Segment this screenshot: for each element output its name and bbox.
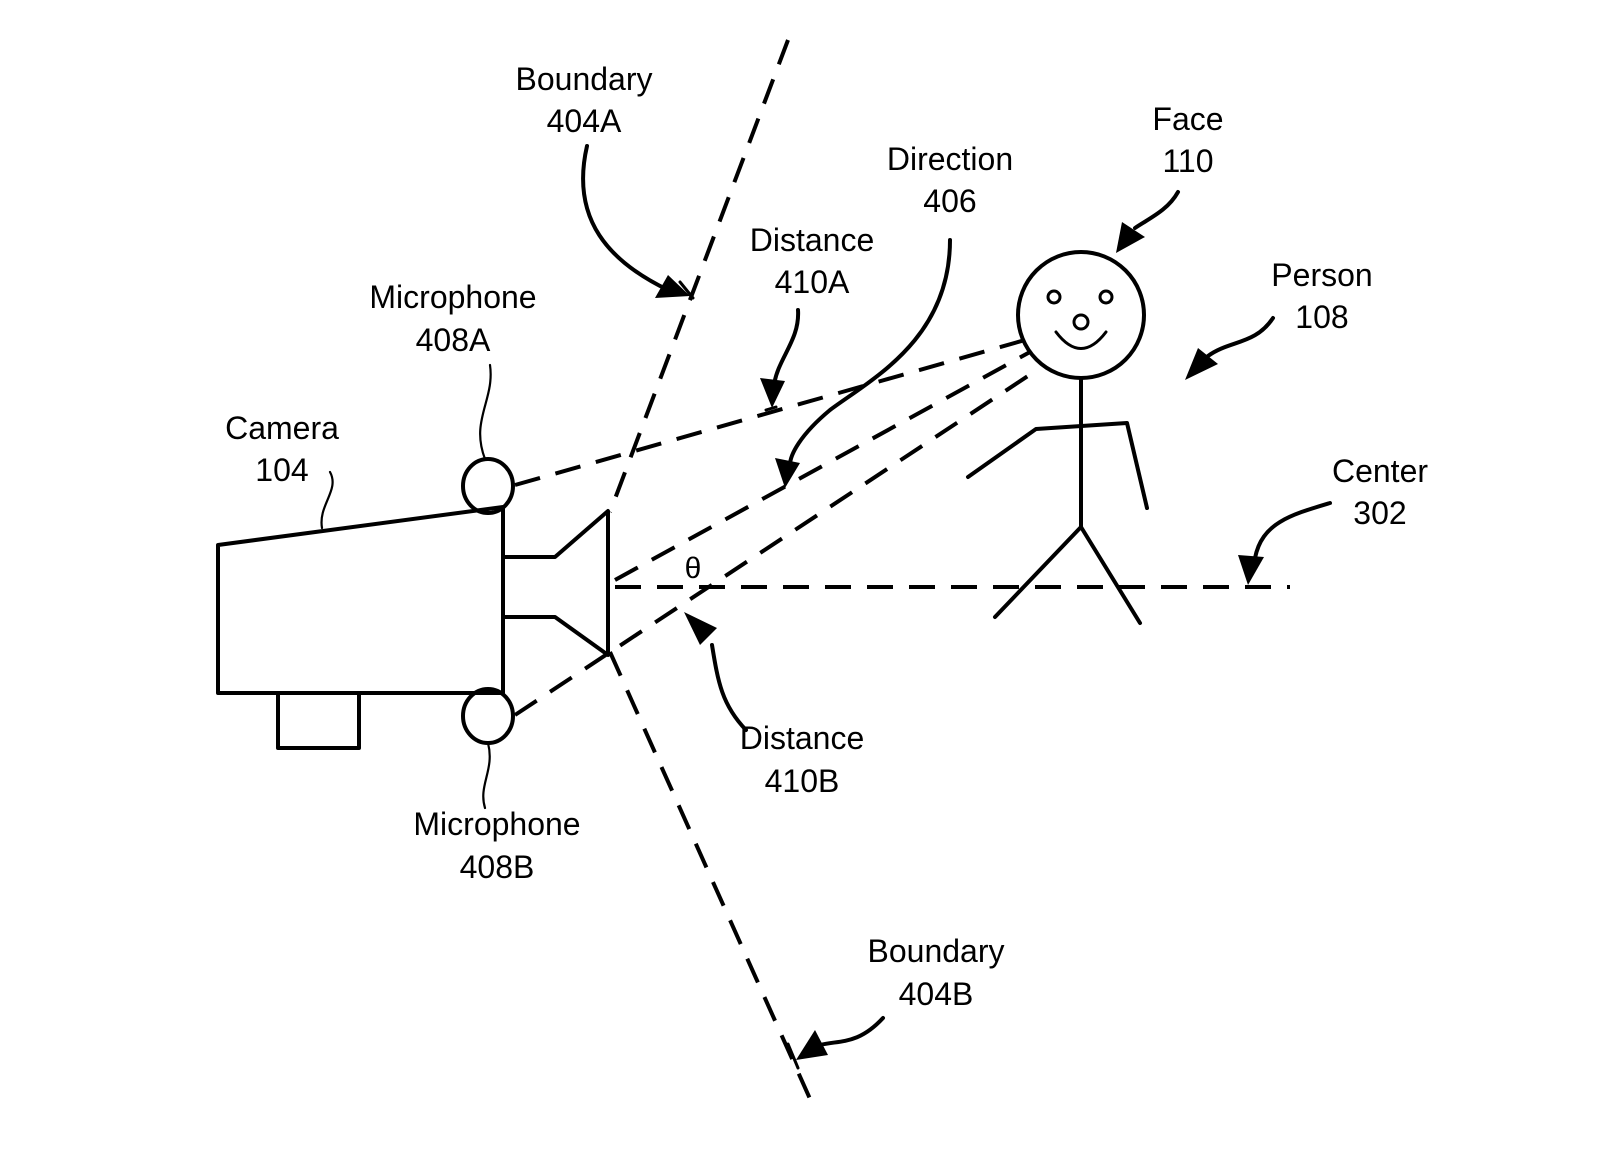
label-distance-410a-name: Distance xyxy=(750,222,875,258)
arrowhead-person-108 xyxy=(1185,348,1218,380)
arrowhead-distance-410a xyxy=(760,378,785,408)
label-boundary-404a-name: Boundary xyxy=(516,61,653,97)
leader-boundary-404b xyxy=(818,1016,885,1047)
microphone-408b xyxy=(461,687,515,745)
angle-theta-symbol: θ xyxy=(685,552,702,585)
arrowhead-direction-406 xyxy=(775,458,800,488)
camera-stand xyxy=(276,691,361,750)
arrowhead-boundary-404b xyxy=(796,1030,828,1060)
leader-person-108 xyxy=(1206,316,1275,358)
tick-distance-410a xyxy=(764,405,778,412)
label-distance-410a-ref: 410A xyxy=(775,264,850,300)
arrowhead-distance-410b xyxy=(684,612,717,645)
leader-boundary-404a xyxy=(581,144,670,292)
distance-410a-line xyxy=(514,338,1026,487)
leader-direction-406 xyxy=(788,238,952,467)
nose xyxy=(1072,313,1090,331)
person-108 xyxy=(966,250,1149,625)
tick-boundary-404a xyxy=(678,280,695,300)
smile xyxy=(1054,330,1108,350)
label-camera-104-ref: 104 xyxy=(255,452,308,488)
left-leg xyxy=(993,525,1083,619)
label-boundary-404b-ref: 404B xyxy=(899,976,974,1012)
camera-104 xyxy=(216,505,610,750)
leader-microphone-408b xyxy=(482,741,491,810)
left-eye xyxy=(1046,289,1062,305)
tick-boundary-404b xyxy=(786,1042,800,1070)
distance-410b-line xyxy=(513,366,1042,717)
right-leg xyxy=(1079,525,1142,625)
label-camera-104-name: Camera xyxy=(225,410,339,446)
label-person-108-ref: 108 xyxy=(1295,299,1348,335)
arms xyxy=(966,421,1149,510)
label-person-108-name: Person xyxy=(1271,257,1372,293)
label-direction-406-name: Direction xyxy=(887,141,1013,177)
leader-camera-104 xyxy=(320,470,334,530)
label-face-110-name: Face xyxy=(1152,101,1223,137)
leader-distance-410b xyxy=(710,643,748,732)
label-boundary-404b-name: Boundary xyxy=(868,933,1005,969)
direction-406-line xyxy=(614,350,1031,582)
arrowhead-center-302 xyxy=(1238,555,1264,585)
label-boundary-404a-ref: 404A xyxy=(547,103,622,139)
label-face-110-ref: 110 xyxy=(1162,143,1213,179)
label-microphone-408b-ref: 408B xyxy=(460,849,535,885)
right-eye xyxy=(1098,289,1114,305)
camera-lens-top xyxy=(501,509,610,657)
label-microphone-408b-name: Microphone xyxy=(413,806,580,842)
arrowhead-face-110 xyxy=(1116,222,1145,253)
leader-microphone-408a xyxy=(479,363,492,461)
arrowhead-boundary-404a xyxy=(655,275,690,298)
leader-distance-410a xyxy=(772,308,801,387)
label-center-302-name: Center xyxy=(1332,453,1428,489)
boundary-404a-line xyxy=(608,39,790,513)
label-microphone-408a-name: Microphone xyxy=(369,279,536,315)
label-microphone-408a-ref: 408A xyxy=(416,322,491,358)
leader-center-302 xyxy=(1253,501,1332,560)
label-direction-406-ref: 406 xyxy=(923,183,976,219)
camera-body xyxy=(216,505,505,695)
leader-face-110 xyxy=(1133,190,1180,230)
label-distance-410b-name: Distance xyxy=(740,720,865,756)
microphone-408a xyxy=(461,457,515,515)
label-distance-410b-ref: 410B xyxy=(765,763,840,799)
label-center-302-ref: 302 xyxy=(1353,495,1406,531)
